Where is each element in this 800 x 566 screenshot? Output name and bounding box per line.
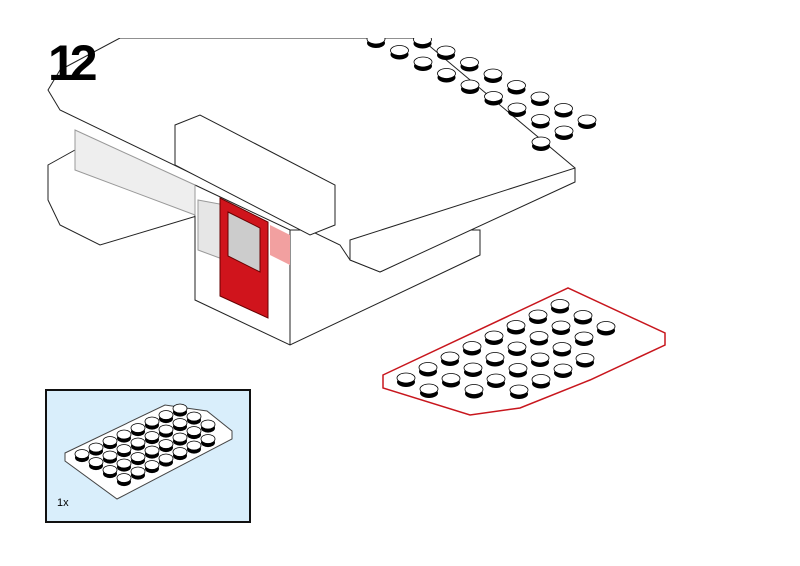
stud <box>172 432 188 446</box>
stud <box>158 439 174 453</box>
stud <box>506 320 526 335</box>
stud <box>464 384 484 399</box>
stud <box>508 363 528 378</box>
stud <box>102 450 118 464</box>
stud <box>437 68 456 83</box>
stud <box>116 458 132 472</box>
stud <box>172 418 188 432</box>
stud <box>463 362 483 377</box>
stud <box>573 310 593 325</box>
stud <box>529 331 549 346</box>
stud <box>485 352 505 367</box>
stud <box>440 351 460 366</box>
stud <box>553 363 573 378</box>
window-pane <box>74 129 196 216</box>
stud <box>413 38 432 49</box>
stud <box>144 416 160 430</box>
stud <box>130 437 146 451</box>
stud <box>509 384 529 399</box>
stud <box>554 125 574 140</box>
stud <box>554 103 573 118</box>
stud <box>577 114 597 129</box>
stud <box>144 445 160 459</box>
stud <box>144 460 160 474</box>
stud <box>390 45 409 60</box>
stud <box>550 299 570 314</box>
door-window <box>227 211 261 273</box>
stud <box>116 429 132 443</box>
stud <box>102 465 118 479</box>
stud <box>507 80 526 95</box>
stud <box>574 331 594 346</box>
stud <box>366 38 386 48</box>
stud <box>436 45 456 60</box>
stud <box>74 449 90 463</box>
part-quantity: 1x <box>57 497 69 509</box>
stud <box>460 57 479 72</box>
stud <box>531 114 550 129</box>
stud <box>158 424 174 438</box>
stud <box>484 91 503 106</box>
stud <box>552 342 572 357</box>
stud <box>413 56 433 71</box>
stud <box>486 373 506 388</box>
stud <box>460 79 480 94</box>
parts-callout: 1x <box>45 389 251 523</box>
stud <box>88 457 104 471</box>
stud <box>575 353 595 368</box>
stud <box>507 102 527 117</box>
stud <box>158 410 174 424</box>
stud <box>200 419 216 433</box>
stud <box>158 453 174 467</box>
stud <box>507 341 527 356</box>
stud <box>102 436 118 450</box>
tile-ridge <box>174 114 336 236</box>
stud <box>531 374 551 389</box>
stud <box>130 466 146 480</box>
stud <box>116 473 132 487</box>
stud <box>172 403 188 417</box>
stud <box>441 373 461 388</box>
stud <box>484 330 504 345</box>
stud <box>172 447 188 461</box>
stud <box>419 383 439 398</box>
stud <box>116 444 132 458</box>
stud <box>88 442 104 456</box>
stud <box>200 434 216 448</box>
stud <box>396 372 416 387</box>
stud <box>596 321 616 336</box>
stud <box>530 91 550 106</box>
stud <box>186 411 202 425</box>
step-number: 12 <box>48 35 98 91</box>
door-frame-light <box>270 225 290 265</box>
stud <box>531 136 551 151</box>
stud <box>186 440 202 454</box>
stud <box>130 452 146 466</box>
stud <box>186 426 202 440</box>
roof-plate-edge <box>349 167 576 273</box>
stud <box>144 431 160 445</box>
stud <box>528 309 548 324</box>
stud <box>418 362 438 377</box>
stud <box>130 423 146 437</box>
stud <box>483 68 503 83</box>
stud <box>551 320 571 335</box>
stud <box>462 341 482 356</box>
stud <box>530 352 550 367</box>
